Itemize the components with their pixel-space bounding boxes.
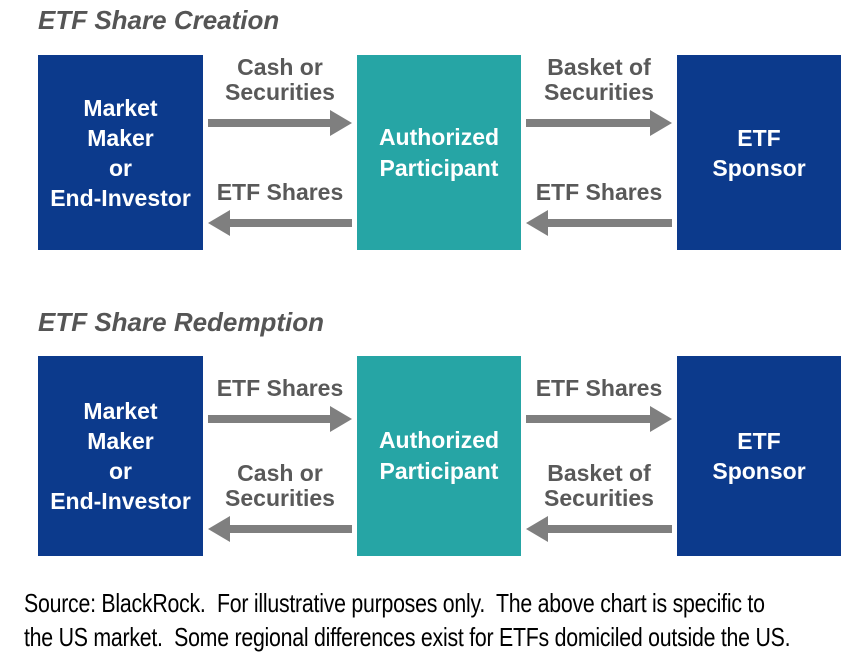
flow-label: Cash or Securities bbox=[225, 460, 335, 511]
creation-etf-shares-issue-flow: ETF Shares bbox=[521, 180, 677, 236]
footnote-line: Source: BlackRock. For illustrative purp… bbox=[24, 588, 765, 618]
creation-basket-flow: Basket of Securities bbox=[521, 55, 677, 136]
redemption-right-gap: ETF Shares Basket of Securities bbox=[521, 356, 677, 556]
left-arrow-icon bbox=[521, 516, 677, 542]
left-arrow-icon bbox=[521, 210, 677, 236]
redemption-left-gap: ETF Shares Cash or Securities bbox=[203, 356, 357, 556]
source-footnote: Source: BlackRock. For illustrative purp… bbox=[24, 586, 862, 654]
creation-row: Market Maker or End-Investor Cash or Sec… bbox=[0, 55, 862, 250]
creation-right-gap: Basket of Securities ETF Shares bbox=[521, 55, 677, 250]
flow-label: ETF Shares bbox=[216, 375, 344, 401]
creation-etf-shares-return-flow: ETF Shares bbox=[203, 180, 357, 236]
redemption-etf-sponsor-box: ETF Sponsor bbox=[677, 356, 841, 556]
flow-label: ETF Shares bbox=[535, 375, 663, 401]
arrow-shaft bbox=[208, 119, 330, 127]
creation-etf-sponsor-box: ETF Sponsor bbox=[677, 55, 841, 250]
flow-label: Basket of Securities bbox=[544, 460, 654, 511]
creation-authorized-participant-box: Authorized Participant bbox=[357, 55, 521, 250]
flow-label: Basket of Securities bbox=[544, 54, 654, 105]
redemption-market-maker-box: Market Maker or End-Investor bbox=[38, 356, 203, 556]
arrow-head bbox=[650, 406, 672, 432]
arrow-shaft bbox=[526, 415, 650, 423]
arrow-shaft bbox=[526, 119, 650, 127]
redemption-etf-shares-in-flow: ETF Shares bbox=[521, 376, 677, 432]
arrow-head bbox=[650, 110, 672, 136]
redemption-cash-return-flow: Cash or Securities bbox=[203, 461, 357, 542]
left-arrow-icon bbox=[203, 210, 357, 236]
arrow-head bbox=[208, 516, 230, 542]
arrow-shaft bbox=[230, 219, 352, 227]
arrow-shaft bbox=[548, 525, 672, 533]
arrow-shaft bbox=[230, 525, 352, 533]
flow-label: Cash or Securities bbox=[225, 54, 335, 105]
flow-label: ETF Shares bbox=[535, 179, 663, 205]
redemption-row: Market Maker or End-Investor ETF Shares … bbox=[0, 356, 862, 556]
redemption-section-title: ETF Share Redemption bbox=[38, 307, 325, 337]
arrow-head bbox=[330, 110, 352, 136]
redemption-etf-shares-out-flow: ETF Shares bbox=[203, 376, 357, 432]
right-arrow-icon bbox=[521, 406, 677, 432]
flow-label: ETF Shares bbox=[216, 179, 344, 205]
left-arrow-icon bbox=[203, 516, 357, 542]
right-arrow-icon bbox=[521, 110, 677, 136]
arrow-head bbox=[526, 210, 548, 236]
arrow-head bbox=[208, 210, 230, 236]
redemption-authorized-participant-box: Authorized Participant bbox=[357, 356, 521, 556]
footnote-line: the US market. Some regional differences… bbox=[24, 622, 791, 652]
redemption-basket-return-flow: Basket of Securities bbox=[521, 461, 677, 542]
right-arrow-icon bbox=[203, 110, 357, 136]
arrow-shaft bbox=[548, 219, 672, 227]
right-arrow-icon bbox=[203, 406, 357, 432]
creation-cash-flow: Cash or Securities bbox=[203, 55, 357, 136]
arrow-shaft bbox=[208, 415, 330, 423]
creation-market-maker-box: Market Maker or End-Investor bbox=[38, 55, 203, 250]
arrow-head bbox=[330, 406, 352, 432]
creation-left-gap: Cash or Securities ETF Shares bbox=[203, 55, 357, 250]
creation-section-title: ETF Share Creation bbox=[38, 5, 280, 35]
arrow-head bbox=[526, 516, 548, 542]
